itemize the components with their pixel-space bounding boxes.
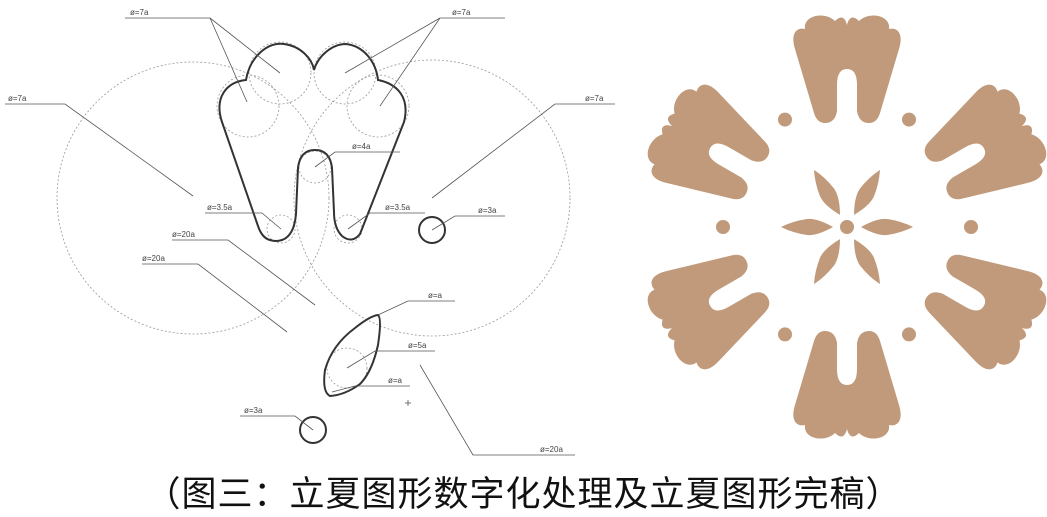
label-arc-c: ø=20a bbox=[540, 445, 563, 454]
petal-outline bbox=[218, 42, 407, 242]
label-right: ø=7a bbox=[585, 94, 604, 103]
flower-petal bbox=[647, 254, 770, 370]
flower-petal bbox=[924, 254, 1047, 370]
leader-lines bbox=[5, 17, 615, 456]
figure-caption: （图三：立夏图形数字化处理及立夏图形完稿） bbox=[145, 475, 902, 515]
flower-dot bbox=[902, 112, 916, 127]
flower-dot bbox=[716, 220, 730, 234]
label-tip-left: ø=3.5a bbox=[207, 203, 233, 212]
inner-leaf bbox=[781, 218, 833, 236]
label-dot-bottom: ø=3a bbox=[244, 406, 263, 415]
flower-dot bbox=[964, 220, 978, 234]
label-leaf-bottom: ø=a bbox=[388, 376, 403, 385]
label-leaf-mid: ø=5a bbox=[408, 341, 427, 350]
label-arc-b: ø=20a bbox=[142, 254, 165, 263]
lixia-flower-emblem bbox=[647, 15, 1047, 439]
construction-drawing: ø=7a ø=7a ø=7a ø=7a ø=4a ø=3.5a ø=3.5a ø… bbox=[5, 8, 615, 456]
inner-leaf bbox=[854, 169, 880, 215]
dimension-labels: ø=7a ø=7a ø=7a ø=7a ø=4a ø=3.5a ø=3.5a ø… bbox=[8, 8, 604, 454]
dot-circle-right bbox=[418, 216, 446, 244]
dot-circle-bottom bbox=[299, 416, 327, 444]
label-leaf-top: ø=a bbox=[428, 291, 443, 300]
inner-leaf bbox=[854, 239, 880, 285]
inner-leaf bbox=[861, 218, 913, 236]
construction-circles bbox=[56, 41, 571, 389]
flower-petal bbox=[793, 331, 901, 439]
center-dot bbox=[840, 220, 854, 234]
flower-dot bbox=[902, 327, 916, 342]
inner-leaf bbox=[814, 169, 840, 215]
label-tip-right: ø=3.5a bbox=[385, 203, 411, 212]
flower-petal bbox=[647, 84, 770, 200]
label-dot-right: ø=3a bbox=[478, 206, 497, 215]
label-notch: ø=4a bbox=[352, 142, 371, 151]
leaf-outline bbox=[323, 313, 381, 398]
flower-petal bbox=[793, 15, 901, 123]
inner-leaf bbox=[814, 239, 840, 285]
label-top-right: ø=7a bbox=[452, 8, 471, 17]
flower-dot bbox=[778, 327, 792, 342]
flower-dot bbox=[778, 112, 792, 127]
flower-petal bbox=[924, 84, 1047, 200]
label-arc-a: ø=20a bbox=[172, 230, 195, 239]
label-left: ø=7a bbox=[8, 94, 27, 103]
label-top-left: ø=7a bbox=[130, 8, 149, 17]
